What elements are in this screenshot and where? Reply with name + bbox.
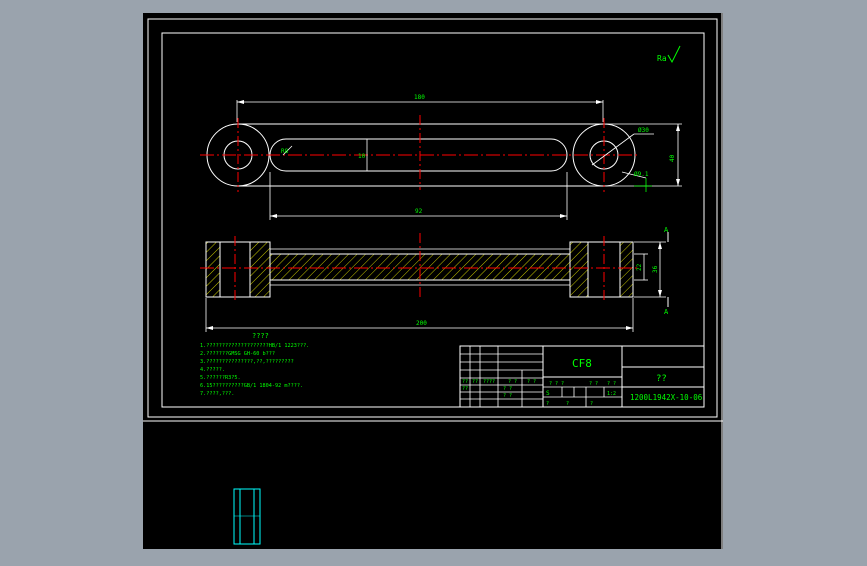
section-view: 200 22 36 A A: [200, 226, 669, 332]
title-cell: 1:2: [607, 391, 616, 397]
dim-section-b: 36: [652, 265, 659, 273]
section-right-boss-hatch: [619, 241, 634, 298]
dim-right-height: 40: [669, 154, 676, 162]
dim-slot-length: 92: [415, 208, 423, 215]
title-cell: ? ?: [527, 379, 536, 385]
title-cell: ?: [546, 401, 549, 407]
dim-section-a: 22: [636, 263, 643, 271]
title-cell: ??: [472, 379, 478, 385]
title-cell: S: [546, 390, 550, 397]
roughness-label: Ra: [657, 54, 667, 63]
note-line-7: 7.????,???.: [200, 391, 234, 397]
title-cell: ?: [566, 401, 569, 407]
title-part-name: ??: [656, 374, 667, 384]
title-block: CF8 ?? 1200L1942X-10-06 ?? ?? ???? ? ? ?…: [459, 345, 705, 408]
section-mark-bottom: A: [664, 308, 669, 316]
title-cell: ? ?: [503, 393, 512, 399]
dim-bottom-total: 200: [416, 320, 427, 327]
title-cell: ? ?: [508, 379, 517, 385]
title-cell: ? ?: [607, 381, 616, 387]
top-view: 180 92 R8 10 Ø30 40 Ø9.1: [200, 94, 682, 220]
note-line-5: 5.??????R3?5.: [200, 375, 241, 381]
note-line-6: 6.15??????????GB/1 1804-92 m????.: [200, 383, 303, 389]
note-line-1: 1.????????????????????HB/1 1223???.: [200, 343, 309, 349]
section-mark-top: A: [664, 226, 669, 234]
title-cell: ????: [483, 379, 495, 385]
title-cell: ??: [462, 379, 468, 385]
title-cell: ? ? ?: [549, 381, 564, 387]
title-cell: ? ?: [503, 386, 512, 392]
dim-slot-width: 10: [358, 153, 366, 160]
title-material: CF8: [572, 357, 592, 370]
note-line-4: 4.?????.: [200, 367, 225, 373]
outer-frame: [147, 18, 718, 418]
title-cell: ??: [462, 386, 468, 392]
model-space-canvas: [143, 13, 723, 549]
dim-slot-radius: R8: [281, 148, 289, 155]
roughness-symbol: Ra: [657, 45, 681, 64]
dim-boss-dia: Ø9.1: [634, 171, 649, 178]
dim-hole-dia: Ø30: [638, 127, 649, 134]
technical-notes: ???? 1.????????????????????HB/1 1223???.…: [200, 332, 309, 397]
title-cell: ?: [590, 401, 593, 407]
viewcube-glyph[interactable]: [233, 488, 261, 545]
inner-frame: [161, 32, 705, 408]
note-line-2: 2.???????GMSG GH-60 b???: [200, 351, 275, 357]
note-line-3: 3.???????????????,??,?????????: [200, 359, 294, 365]
dim-top-total: 180: [414, 94, 425, 101]
section-left-boss-hatch: [205, 241, 221, 298]
notes-heading: ????: [252, 332, 269, 340]
title-cell: ? ?: [589, 381, 598, 387]
title-drawing-no: 1200L1942X-10-06: [630, 393, 703, 402]
